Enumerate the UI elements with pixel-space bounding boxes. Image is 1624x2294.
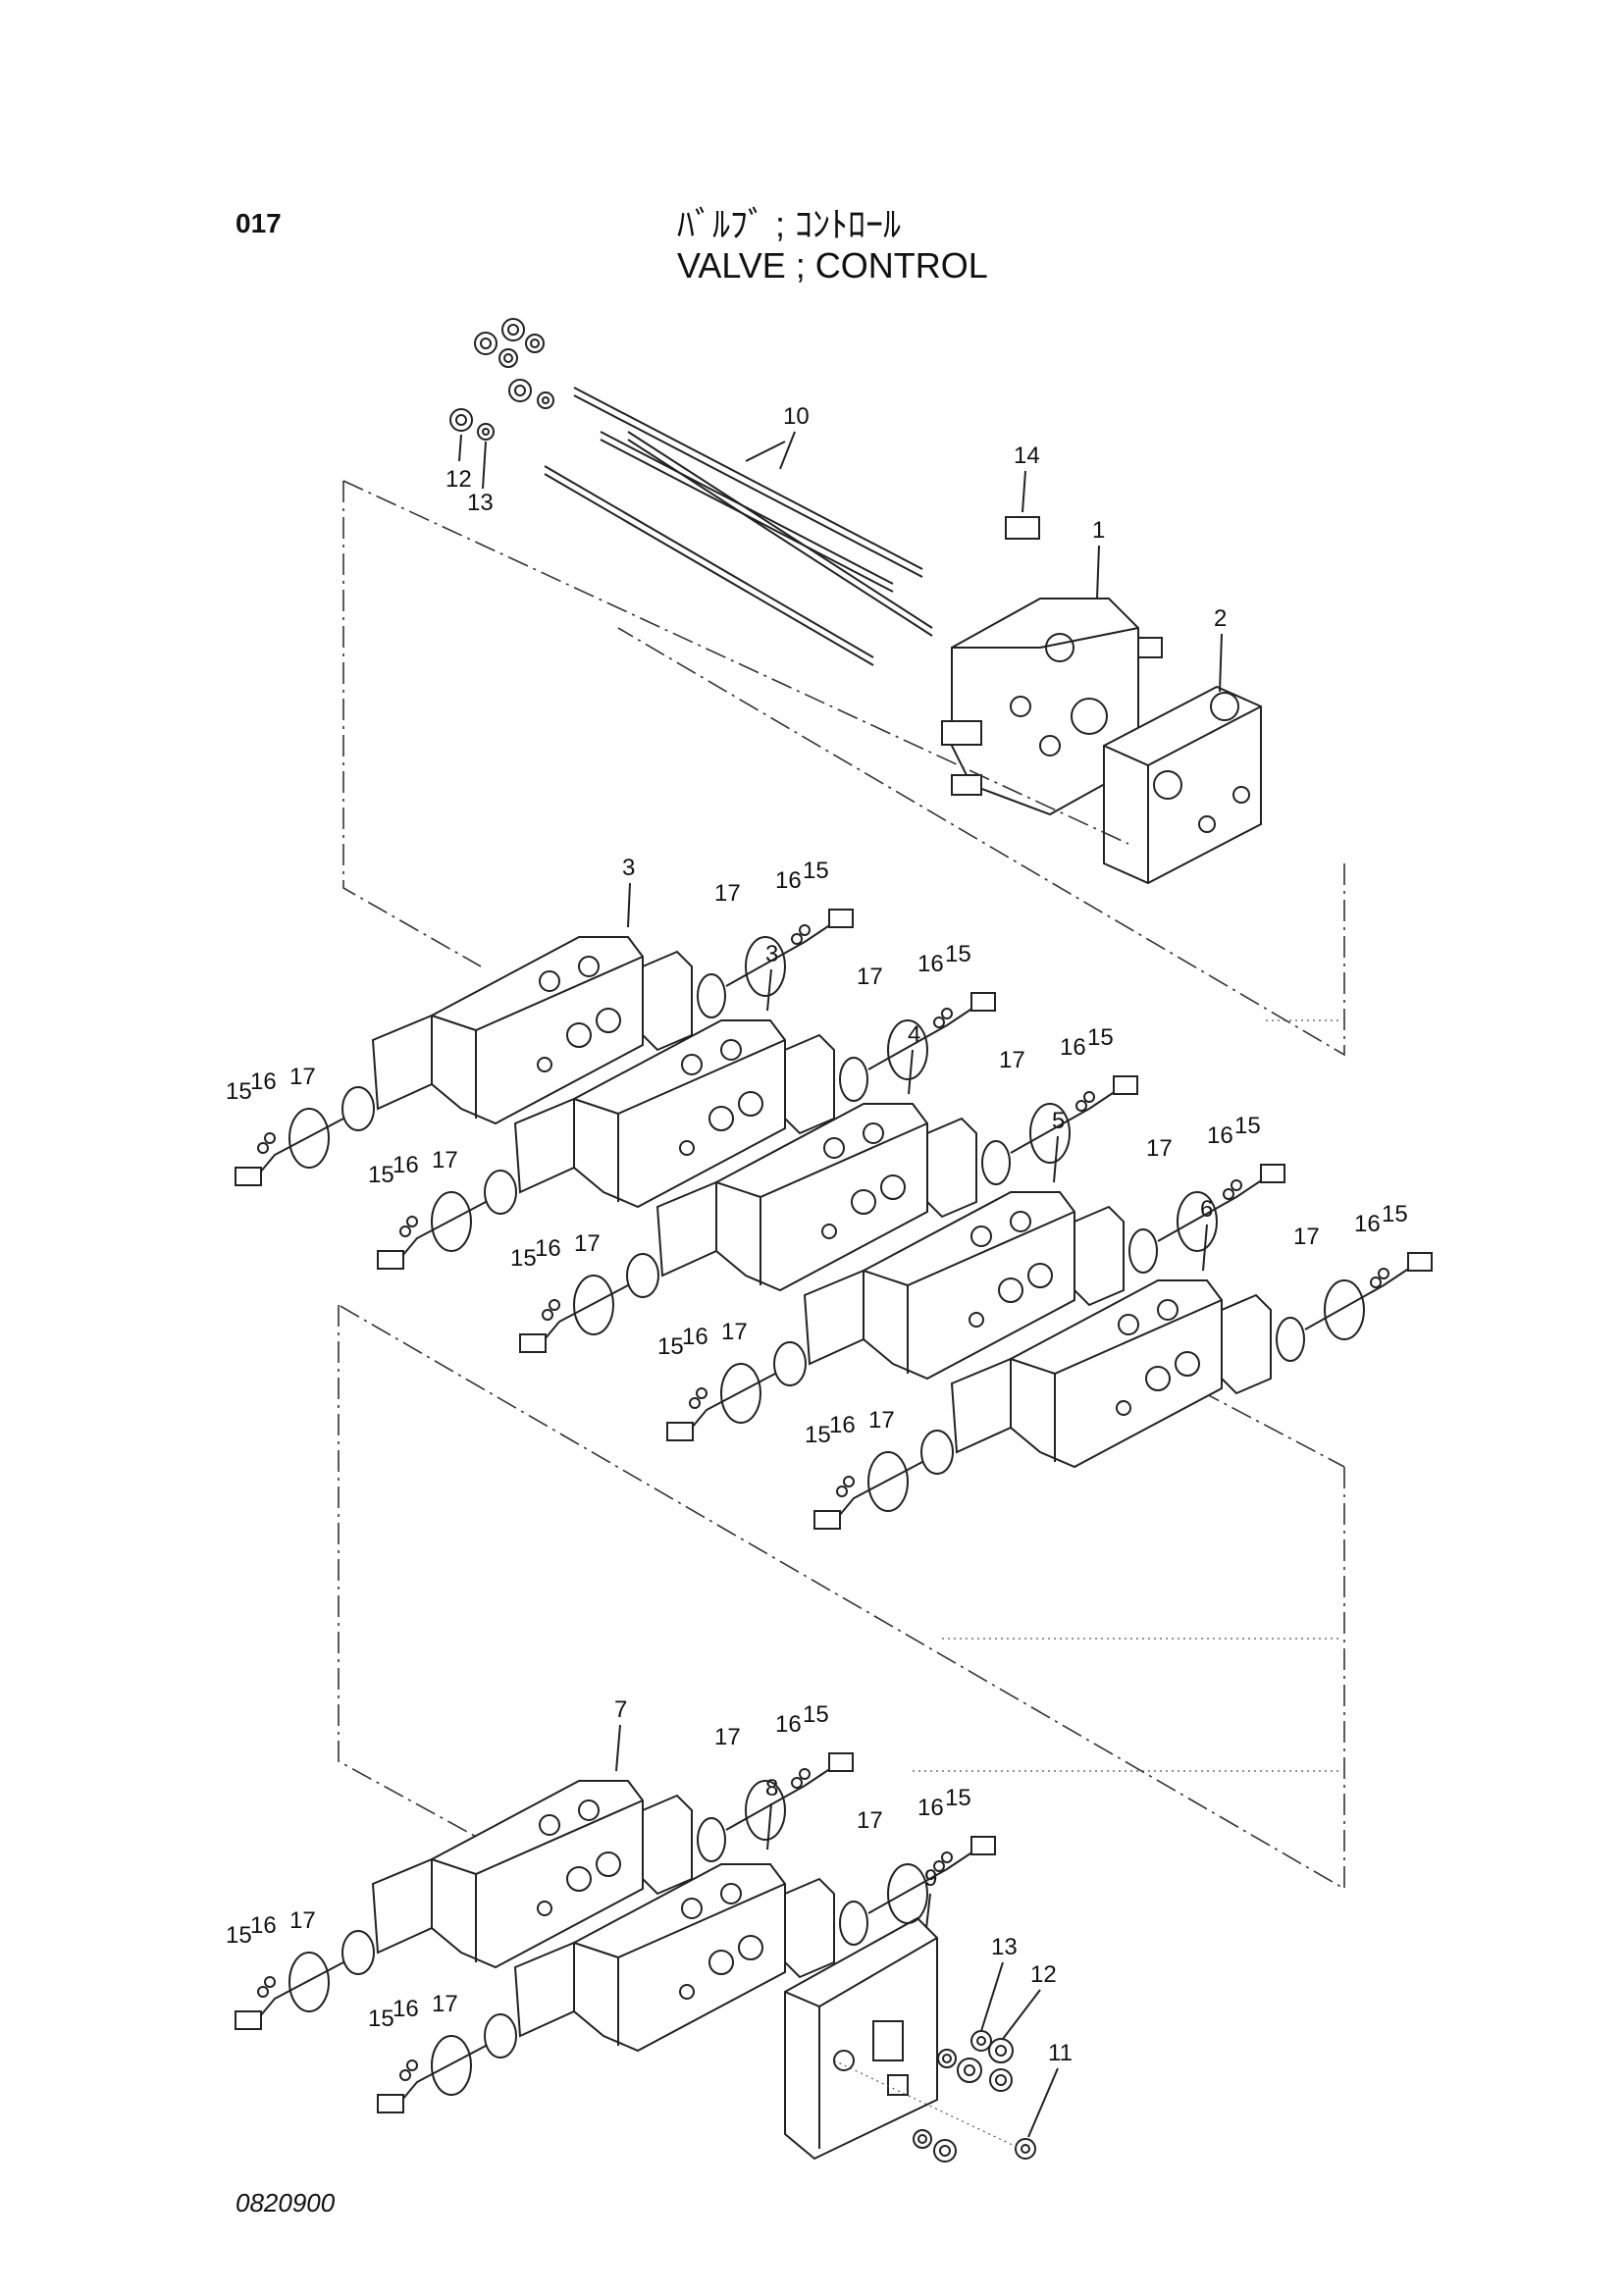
top-fasteners <box>449 318 554 441</box>
callout-15: 15 <box>510 1245 537 1272</box>
callout-17: 17 <box>1293 1224 1320 1250</box>
callout-13: 13 <box>467 490 494 516</box>
callout-15: 15 <box>368 1162 394 1188</box>
callout-13b: 13 <box>991 1934 1018 1960</box>
name-plate <box>1005 516 1040 540</box>
callout-labels: 10 12 13 14 1 2 3 3 4 5 6 7 8 9 13 12 11 <box>445 403 1227 2138</box>
callout-16: 16 <box>1060 1034 1086 1061</box>
callout-16: 16 <box>393 1996 419 2022</box>
callout-16: 16 <box>775 867 802 894</box>
callout-10: 10 <box>783 403 810 430</box>
callout-15: 15 <box>945 941 971 967</box>
bottom-fasteners <box>833 2030 1036 2163</box>
callout-17: 17 <box>432 1991 458 2017</box>
callout-14: 14 <box>1014 443 1040 469</box>
callout-15: 15 <box>945 1785 971 1811</box>
callout-16: 16 <box>1207 1122 1233 1149</box>
callout-8: 8 <box>765 1775 778 1801</box>
callout-3b: 3 <box>765 941 778 967</box>
callout-17: 17 <box>999 1047 1025 1073</box>
callout-16: 16 <box>250 1069 277 1095</box>
callout-17: 17 <box>721 1319 748 1345</box>
callout-16: 16 <box>250 1912 277 1939</box>
callout-17: 17 <box>1146 1135 1173 1162</box>
housing-section-body <box>1103 685 1262 885</box>
callout-15: 15 <box>1382 1201 1408 1227</box>
callout-17: 17 <box>714 1724 741 1750</box>
callout-15: 15 <box>1234 1113 1261 1139</box>
assembly-guide-lower <box>338 1304 1345 1891</box>
callout-15: 15 <box>803 858 829 884</box>
assembly-guide-upper <box>342 480 1345 1057</box>
callout-3a: 3 <box>622 855 635 881</box>
title-english: VALVE ; CONTROL <box>677 245 988 286</box>
callout-16: 16 <box>775 1711 802 1738</box>
callout-16: 16 <box>1354 1211 1381 1237</box>
callout-17: 17 <box>574 1230 601 1257</box>
callout-17: 17 <box>857 1807 883 1834</box>
page-code: 017 <box>236 208 282 238</box>
title-japanese: ﾊﾞﾙﾌﾞ ; ｺﾝﾄﾛｰﾙ <box>677 204 902 244</box>
callout-12b: 12 <box>1030 1961 1057 1988</box>
callout-16: 16 <box>535 1235 561 1262</box>
callout-16: 16 <box>917 1795 944 1821</box>
callout-17: 17 <box>857 964 883 990</box>
callout-16: 16 <box>917 951 944 977</box>
callout-12: 12 <box>445 466 472 493</box>
callout-1: 1 <box>1092 517 1105 544</box>
callout-15: 15 <box>803 1701 829 1728</box>
callout-15: 15 <box>805 1422 831 1448</box>
tie-rods <box>544 387 933 666</box>
callout-16: 16 <box>682 1324 708 1350</box>
callout-17: 17 <box>432 1147 458 1173</box>
callout-16: 16 <box>393 1152 419 1178</box>
callout-15: 15 <box>368 2006 394 2032</box>
drawing-number: 0820900 <box>236 2188 336 2217</box>
callout-7: 7 <box>614 1696 627 1723</box>
callout-15: 15 <box>1087 1024 1114 1051</box>
callout-17: 17 <box>289 1064 316 1090</box>
callout-11: 11 <box>1048 2040 1073 2066</box>
callout-15: 15 <box>657 1333 684 1360</box>
callout-17: 17 <box>289 1907 316 1934</box>
callout-17: 17 <box>868 1407 895 1434</box>
callout-15: 15 <box>226 1922 252 1949</box>
inlet-section-body <box>941 598 1163 816</box>
callout-15: 15 <box>226 1078 252 1105</box>
end-cover-body <box>784 1916 938 2161</box>
callout-16: 16 <box>829 1412 856 1438</box>
callout-17: 17 <box>714 880 741 907</box>
callout-2: 2 <box>1214 605 1227 632</box>
